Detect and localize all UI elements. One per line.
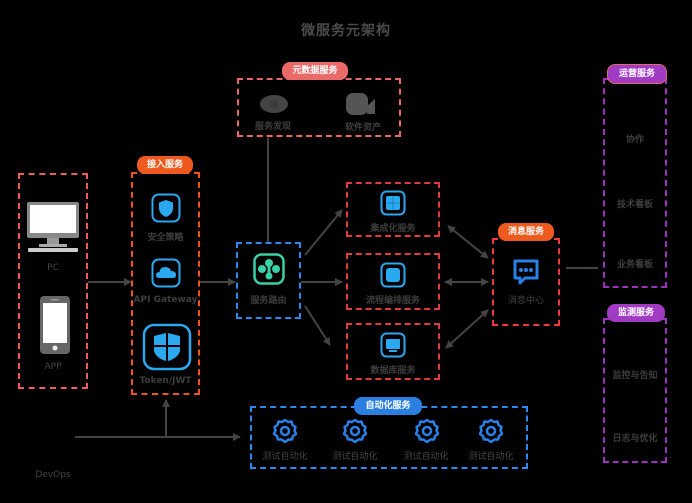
gear-icon <box>414 418 440 444</box>
camera-icon <box>345 92 377 116</box>
monitoring-item-logs: 日志与优化 <box>612 434 658 444</box>
service-box-3 <box>346 323 440 380</box>
client-label-app: APP <box>44 362 62 372</box>
route-icon <box>253 253 285 285</box>
grid-icon <box>380 190 406 216</box>
arrow-router-to-service-1 <box>304 209 343 256</box>
operations-item-business-board: 业务看板 <box>616 260 653 270</box>
metadata-label-discovery: 服务发现 <box>254 122 291 132</box>
service-router-group <box>236 242 301 319</box>
monitoring-item-alerts: 监控与告知 <box>612 371 658 381</box>
metadata-service-header: 元数据服务 <box>282 62 348 80</box>
service-label-3: 数据库服务 <box>370 366 416 376</box>
arrow-service-3-message <box>445 309 489 349</box>
router-label: 服务路由 <box>250 296 287 306</box>
access-service-header: 接入服务 <box>137 156 193 174</box>
monitor-icon <box>380 332 406 358</box>
operations-item-collaboration: 协作 <box>625 135 644 145</box>
gear-icon <box>272 418 298 444</box>
monitoring-service-header: 监测服务 <box>607 304 665 322</box>
message-service-header: 消息服务 <box>498 223 554 241</box>
mobile-phone-icon <box>39 295 71 355</box>
access-label-token-jwt: Token/JWT <box>139 376 192 386</box>
arrow-router-to-service-3 <box>304 305 331 346</box>
automation-item-2: 测试自动化 <box>332 452 378 462</box>
eye-icon <box>259 94 289 114</box>
clients-group <box>18 173 88 389</box>
automation-item-3: 测试自动化 <box>403 452 449 462</box>
gear-icon <box>478 418 504 444</box>
gear-icon <box>342 418 368 444</box>
chat-bubble-icon <box>512 258 540 286</box>
access-label-security: 安全策略 <box>147 233 184 243</box>
windows-shield-icon <box>142 323 192 371</box>
metadata-label-software-assets: 软件资产 <box>344 123 381 133</box>
shield-icon <box>151 193 181 223</box>
message-center-label: 消息中心 <box>507 296 544 306</box>
service-label-1: 集成化服务 <box>370 224 416 234</box>
arrow-service-1-message <box>447 225 489 259</box>
diagram-title: 微服务元架构 <box>301 23 391 39</box>
operations-item-tech-board: 技术看板 <box>616 200 653 210</box>
automation-item-1: 测试自动化 <box>262 452 308 462</box>
automation-service-header: 自动化服务 <box>354 397 422 415</box>
cloud-icon <box>151 258 181 288</box>
square-icon <box>380 262 406 288</box>
client-label-pc: PC <box>47 263 59 273</box>
service-label-2: 流程编排服务 <box>365 296 420 306</box>
service-box-2 <box>346 253 440 310</box>
service-box-1 <box>346 182 440 237</box>
devops-label: DevOps <box>35 470 71 480</box>
automation-item-4: 测试自动化 <box>468 452 514 462</box>
operations-service-header: 运营服务 <box>607 64 667 84</box>
desktop-computer-icon <box>25 200 81 254</box>
access-label-api-gateway: API Gateway <box>133 295 198 305</box>
